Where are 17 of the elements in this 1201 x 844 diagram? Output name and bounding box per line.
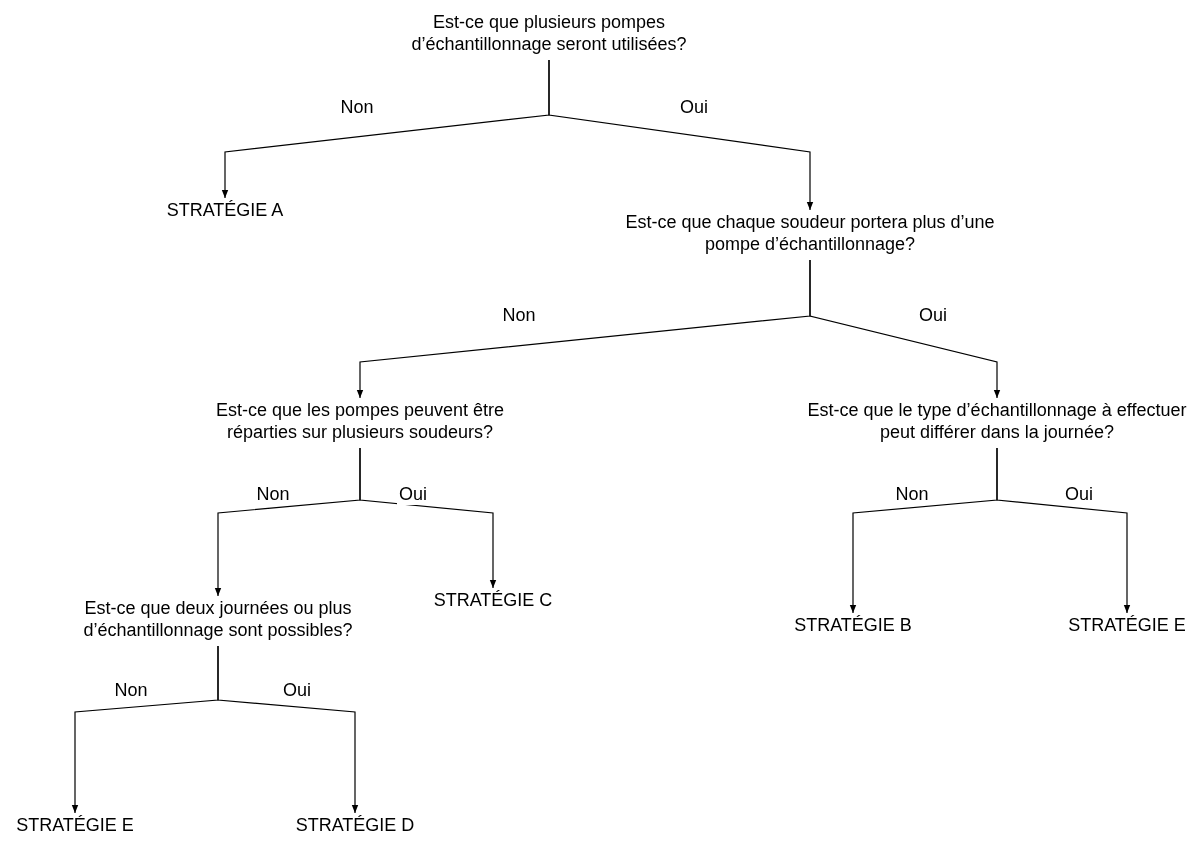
- decision-text: Est-ce que plusieurs pompes d’échantillonnage seront utilisées?: [379, 12, 719, 56]
- decision-text: Est-ce que les pompes peuvent être réparties sur plusieurs soudeurs?: [180, 400, 540, 444]
- arrow: [809, 259, 1001, 399]
- arrow: [548, 59, 814, 211]
- decision-text: STRATÉGIE D: [285, 815, 425, 837]
- arrow: [217, 645, 359, 814]
- decision-text: STRATÉGIE C: [423, 590, 563, 612]
- decision-text: STRATÉGIE B: [783, 615, 923, 637]
- edge-label: Oui: [397, 484, 429, 505]
- decision-text: Est-ce que chaque soudeur portera plus d’une pompe d’échantillonnage?: [620, 212, 1000, 256]
- arrow: [996, 447, 1131, 614]
- arrow: [359, 447, 497, 589]
- decision-text: Est-ce que deux journées ou plus d’échantillonnage sont possibles?: [28, 598, 408, 642]
- decision-text: STRATÉGIE E: [5, 815, 145, 837]
- decision-text: STRATÉGIE A: [155, 200, 295, 222]
- decision-text: Est-ce que le type d’échantillonnage à effectuer peut différer dans la journée?: [797, 400, 1197, 444]
- decision-text: STRATÉGIE E: [1057, 615, 1197, 637]
